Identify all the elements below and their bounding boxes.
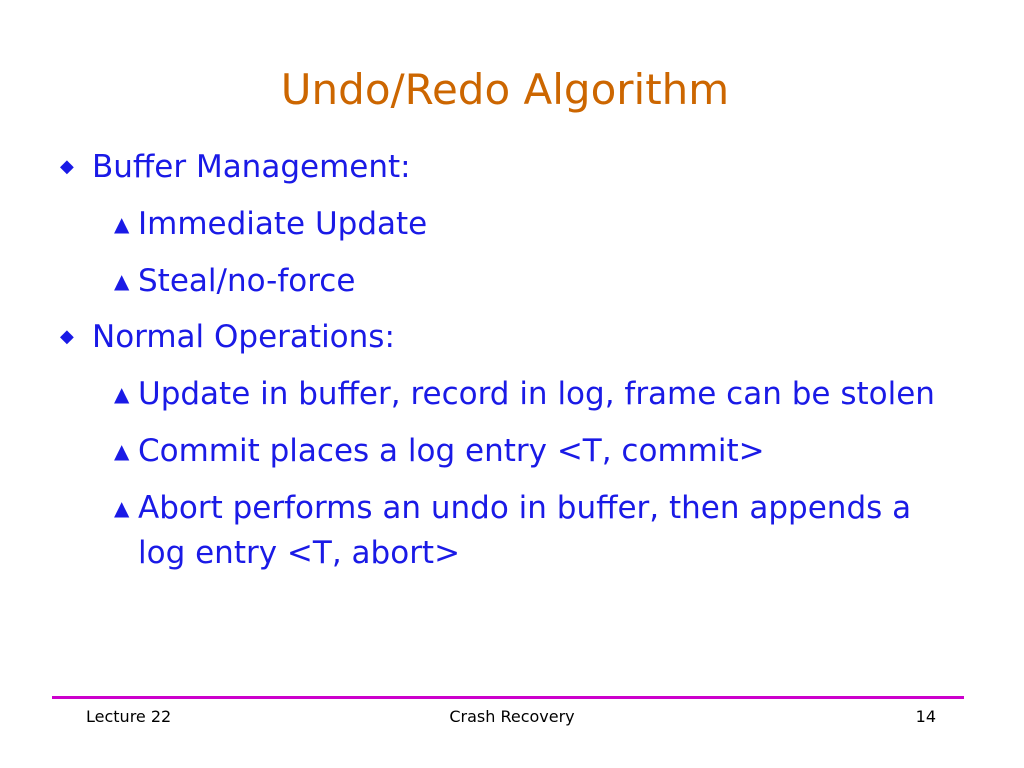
subitem-text: Abort performs an undo in buffer, then a… bbox=[138, 490, 912, 571]
bullet-text: Buffer Management: bbox=[92, 149, 411, 185]
subitem-text: Commit places a log entry <T, commit> bbox=[138, 433, 765, 469]
footer-divider bbox=[52, 696, 964, 699]
subitem-update-in-buffer: ▲ Update in buffer, record in log, frame… bbox=[114, 372, 960, 417]
diamond-icon: ◆ bbox=[60, 156, 74, 177]
pennant-icon: ▲ bbox=[114, 439, 130, 463]
bullet-text: Normal Operations: bbox=[92, 319, 395, 355]
slide-title: Undo/Redo Algorithm bbox=[280, 65, 730, 114]
subitem-text: Immediate Update bbox=[138, 206, 428, 242]
subitem-text: Steal/no-force bbox=[138, 263, 356, 299]
subitem-steal-no-force: ▲ Steal/no-force bbox=[114, 259, 960, 304]
pennant-icon: ▲ bbox=[114, 382, 130, 406]
footer-topic: Crash Recovery bbox=[449, 707, 575, 726]
subitem-immediate-update: ▲ Immediate Update bbox=[114, 202, 960, 247]
slide-content: ◆ Buffer Management: ▲ Immediate Update … bbox=[60, 146, 960, 588]
footer-lecture: Lecture 22 bbox=[86, 707, 172, 726]
subitem-commit: ▲ Commit places a log entry <T, commit> bbox=[114, 429, 960, 474]
pennant-icon: ▲ bbox=[114, 496, 130, 520]
subitem-abort: ▲ Abort performs an undo in buffer, then… bbox=[114, 486, 960, 576]
bullet-buffer-management: ◆ Buffer Management: bbox=[60, 146, 960, 188]
pennant-icon: ▲ bbox=[114, 269, 130, 293]
diamond-icon: ◆ bbox=[60, 326, 74, 347]
footer-page-number: 14 bbox=[915, 707, 936, 726]
pennant-icon: ▲ bbox=[114, 212, 130, 236]
subitem-text: Update in buffer, record in log, frame c… bbox=[138, 376, 935, 412]
bullet-normal-operations: ◆ Normal Operations: bbox=[60, 316, 960, 358]
